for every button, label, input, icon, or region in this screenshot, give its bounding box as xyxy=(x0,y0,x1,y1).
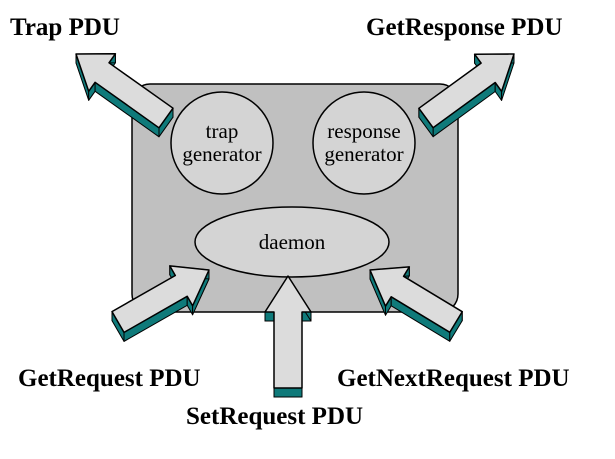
set-request-pdu-arrow-side xyxy=(264,311,275,322)
get-next-request-pdu-arrow-face xyxy=(369,266,463,334)
set-request-pdu-arrow-face xyxy=(264,275,312,389)
get-request-pdu-label: GetRequest PDU xyxy=(18,365,201,392)
set-request-pdu-arrow xyxy=(264,275,312,398)
get-response-pdu-label: GetResponse PDU xyxy=(366,14,563,41)
trap-generator-circle xyxy=(170,91,274,195)
trap-generator-node: trap generator xyxy=(170,91,274,195)
trap-generator-label-line1: trap xyxy=(206,119,239,143)
daemon-label: daemon xyxy=(259,230,326,254)
daemon-ellipse xyxy=(194,206,390,278)
trap-pdu-label: Trap PDU xyxy=(10,14,120,41)
trap-pdu-arrow-face xyxy=(75,53,174,129)
message-arrows xyxy=(75,53,515,398)
get-response-pdu-arrow xyxy=(418,53,515,138)
response-generator-label-line2: generator xyxy=(324,142,403,166)
trap-pdu-arrow xyxy=(75,53,174,138)
response-generator-circle xyxy=(312,91,416,195)
get-request-pdu-arrow xyxy=(111,265,210,342)
set-request-pdu-label: SetRequest PDU xyxy=(186,403,363,430)
daemon-node: daemon xyxy=(194,206,390,278)
get-next-request-pdu-arrow xyxy=(369,266,463,342)
get-request-pdu-arrow-face xyxy=(111,265,210,334)
set-request-pdu-arrow-side xyxy=(273,387,303,398)
response-generator-label-line1: response xyxy=(327,119,400,143)
get-response-pdu-arrow-face xyxy=(418,53,515,129)
response-generator-node: response generator xyxy=(312,91,416,195)
get-next-request-pdu-label: GetNextRequest PDU xyxy=(337,365,570,392)
trap-generator-label-line2: generator xyxy=(182,142,261,166)
